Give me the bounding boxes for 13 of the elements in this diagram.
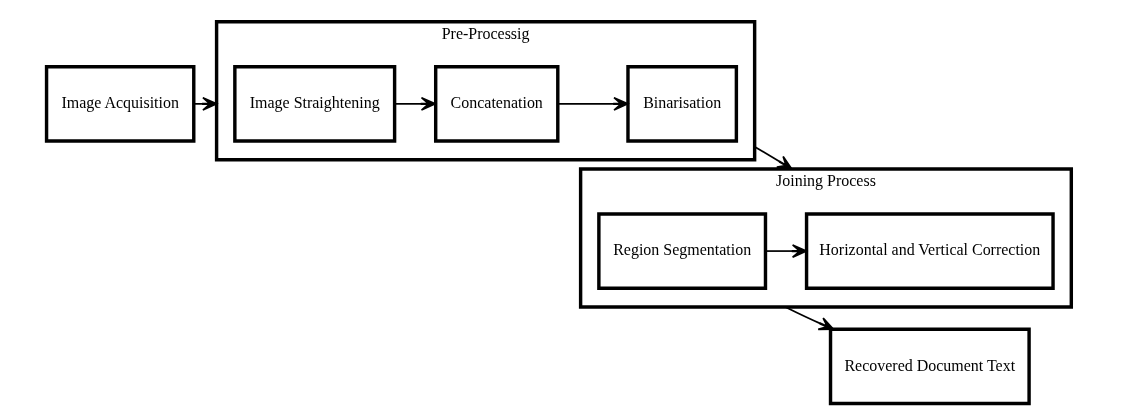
node-box: Horizontal and Vertical Correction — [804, 212, 1055, 290]
arrow — [556, 96, 629, 111]
arrow — [192, 96, 217, 111]
node-box: Binarisation — [625, 65, 738, 143]
arrow — [753, 145, 793, 170]
node-box: Recovered Document Text — [828, 327, 1031, 406]
arrow — [764, 244, 807, 259]
arrow — [393, 96, 436, 111]
node-box: Concatenation — [433, 65, 559, 143]
node-box: Image Acquisition — [44, 65, 195, 143]
node-box: Region Segmentation — [596, 212, 767, 290]
arrow — [784, 306, 834, 331]
node-box: Image Straightening — [232, 65, 396, 143]
